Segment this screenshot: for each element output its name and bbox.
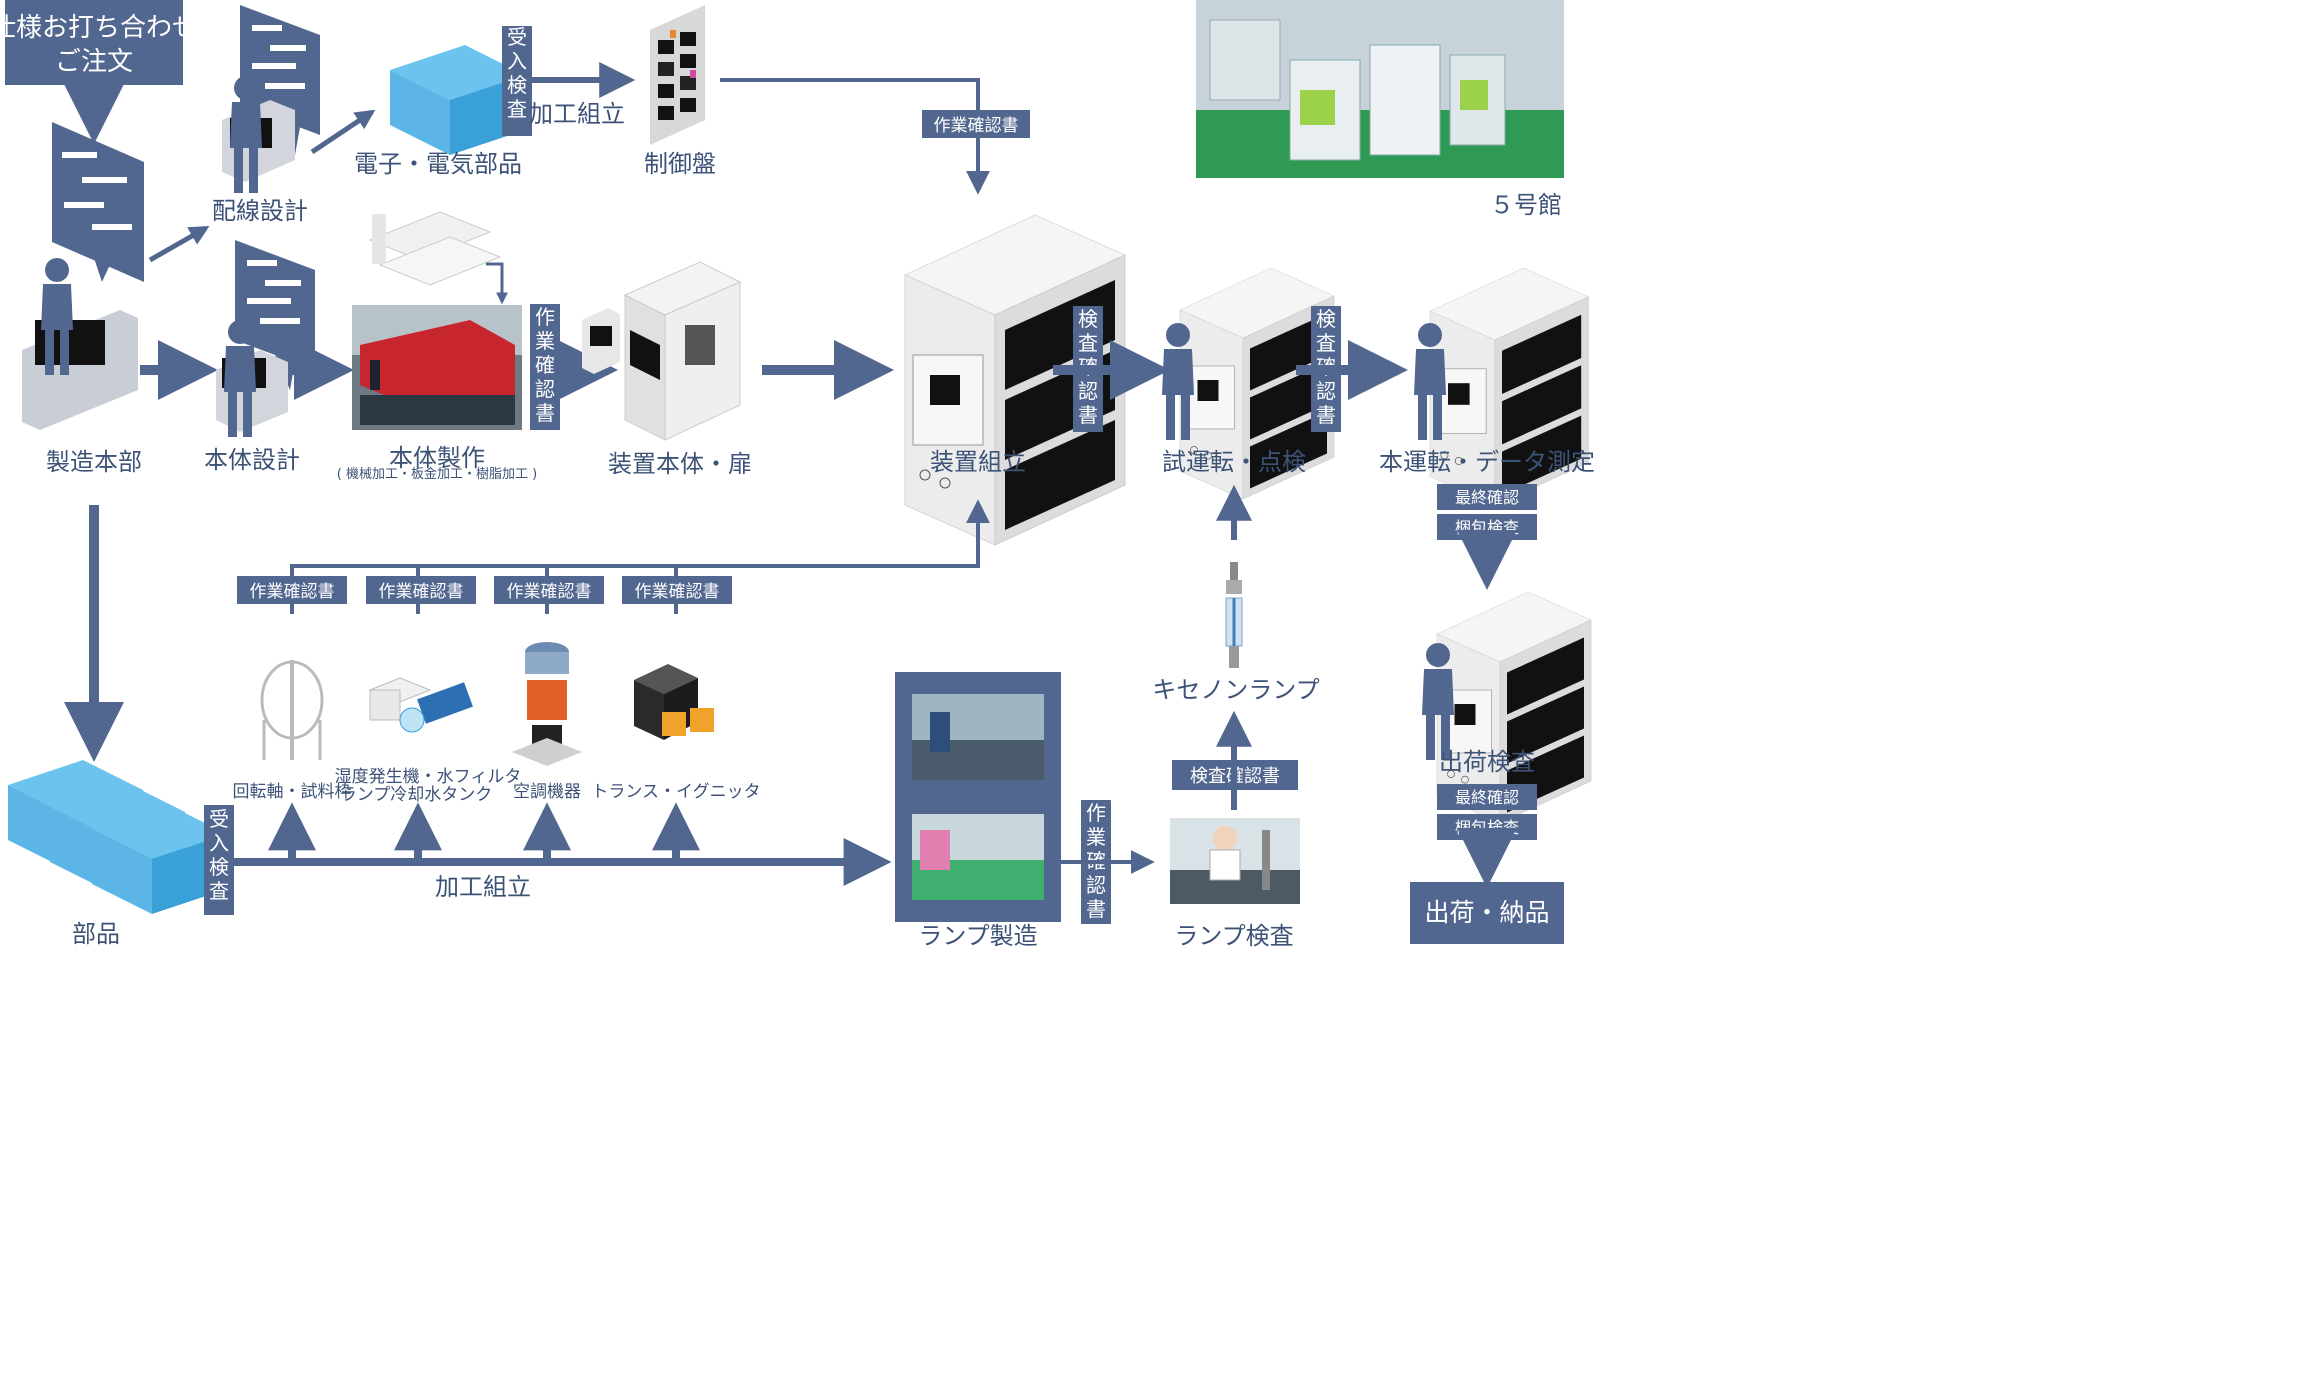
svg-text:作業確認書: 作業確認書 bbox=[1086, 801, 1106, 921]
receiving-inspection-tag-bottom: 受入検査 bbox=[204, 805, 234, 915]
svg-text:作業確認書: 作業確認書 bbox=[507, 582, 592, 602]
svg-text:受入検査: 受入検査 bbox=[209, 807, 229, 903]
laser-cutter-photo bbox=[352, 305, 522, 430]
electronic-parts-label: 電子・電気部品 bbox=[354, 150, 522, 178]
hq-label: 製造本部 bbox=[46, 448, 142, 476]
lamp-tank-label: ランプ冷却水タンク bbox=[340, 785, 493, 805]
final-confirmation-tag-1: 最終確認 bbox=[1437, 484, 1537, 510]
device-body-frame-icon bbox=[582, 261, 742, 441]
svg-text:作業確認書: 作業確認書 bbox=[934, 116, 1019, 136]
order-box: 仕様お打ち合わせ ご注文 bbox=[0, 0, 198, 85]
transformer-icon bbox=[634, 664, 714, 740]
cnc-machine-icon bbox=[368, 211, 502, 286]
final-run-label: 本運転・データ測定 bbox=[1379, 448, 1595, 476]
processing-assembly-label-top: 加工組立 bbox=[529, 100, 625, 128]
body-fabrication-sublabel: ( 機械加工・板金加工・樹脂加工 ) bbox=[337, 466, 537, 482]
work-confirmation-tag-c2: 作業確認書 bbox=[366, 576, 476, 604]
manufacturing-hq-icon bbox=[22, 122, 144, 430]
parts-boxes-icon bbox=[8, 760, 227, 914]
control-panel-icon bbox=[650, 5, 705, 145]
svg-text:作業確認書: 作業確認書 bbox=[250, 582, 335, 602]
aircon-label: 空調機器 bbox=[513, 782, 581, 802]
work-confirmation-tag-c3: 作業確認書 bbox=[494, 576, 604, 604]
svg-text:仕様お打ち合わせ: 仕様お打ち合わせ bbox=[0, 13, 198, 43]
svg-text:梱包検査: 梱包検査 bbox=[1455, 518, 1519, 537]
body-fabrication-label: 本体製作 bbox=[389, 444, 485, 472]
xenon-lamp-label: キセノンランプ bbox=[1152, 676, 1319, 704]
control-panel-label: 制御盤 bbox=[644, 150, 716, 178]
receiving-inspection-tag-top: 受入検査 bbox=[502, 25, 532, 136]
rotation-shaft-label: 回転軸・試料枠 bbox=[233, 782, 352, 802]
shipping-inspection-label: 出荷検査 bbox=[1439, 748, 1535, 776]
parts-label: 部品 bbox=[72, 920, 120, 948]
wiring-design-label: 配線設計 bbox=[212, 197, 308, 225]
work-confirmation-tag-c1: 作業確認書 bbox=[237, 576, 347, 604]
processing-assembly-label-bottom: 加工組立 bbox=[435, 873, 531, 901]
svg-text:出荷・納品: 出荷・納品 bbox=[1424, 898, 1549, 927]
work-confirmation-tag-fab: 作業確認書 bbox=[530, 304, 560, 430]
svg-text:受入検査: 受入検査 bbox=[507, 25, 527, 121]
factory-photo bbox=[1196, 0, 1564, 178]
delivery-box: 出荷・納品 bbox=[1410, 882, 1564, 944]
humidifier-icon bbox=[368, 677, 473, 733]
body-design-label: 本体設計 bbox=[204, 446, 300, 474]
svg-text:最終確認: 最終確認 bbox=[1455, 488, 1519, 507]
svg-text:ご注文: ご注文 bbox=[55, 47, 133, 77]
packing-inspection-tag-2: 梱包検査 bbox=[1437, 814, 1537, 840]
svg-text:作業確認書: 作業確認書 bbox=[535, 305, 555, 425]
device-body-label: 装置本体・扉 bbox=[608, 450, 752, 478]
aircon-icon bbox=[512, 642, 582, 766]
body-design-icon bbox=[216, 240, 315, 437]
lamp-manufacturing-label: ランプ製造 bbox=[918, 922, 1037, 950]
transformer-label: トランス・イグニッタ bbox=[591, 782, 760, 802]
assembly-label: 装置組立 bbox=[930, 448, 1026, 476]
wiring-design-icon bbox=[222, 5, 320, 193]
svg-text:作業確認書: 作業確認書 bbox=[635, 582, 720, 602]
lamp-inspection-photo bbox=[1170, 818, 1300, 904]
trial-run-label: 試運転・点検 bbox=[1162, 448, 1306, 476]
xenon-lamp-icon bbox=[1225, 562, 1243, 668]
final-confirmation-tag-2: 最終確認 bbox=[1437, 784, 1537, 810]
packing-inspection-tag-1: 梱包検査 bbox=[1437, 514, 1537, 540]
work-confirmation-tag-c4: 作業確認書 bbox=[622, 576, 732, 604]
humidifier-label: 湿度発生機・水フィルタ bbox=[335, 767, 522, 787]
svg-text:作業確認書: 作業確認書 bbox=[379, 582, 464, 602]
svg-text:最終確認: 最終確認 bbox=[1455, 788, 1519, 807]
lamp-manufacturing-panel bbox=[895, 672, 1061, 922]
rotation-shaft-icon bbox=[260, 660, 324, 760]
lamp-inspection-label: ランプ検査 bbox=[1174, 922, 1293, 950]
svg-text:梱包検査: 梱包検査 bbox=[1455, 818, 1519, 837]
work-confirmation-tag-top: 作業確認書 bbox=[922, 110, 1030, 138]
building-label: ５号館 bbox=[1490, 191, 1562, 219]
